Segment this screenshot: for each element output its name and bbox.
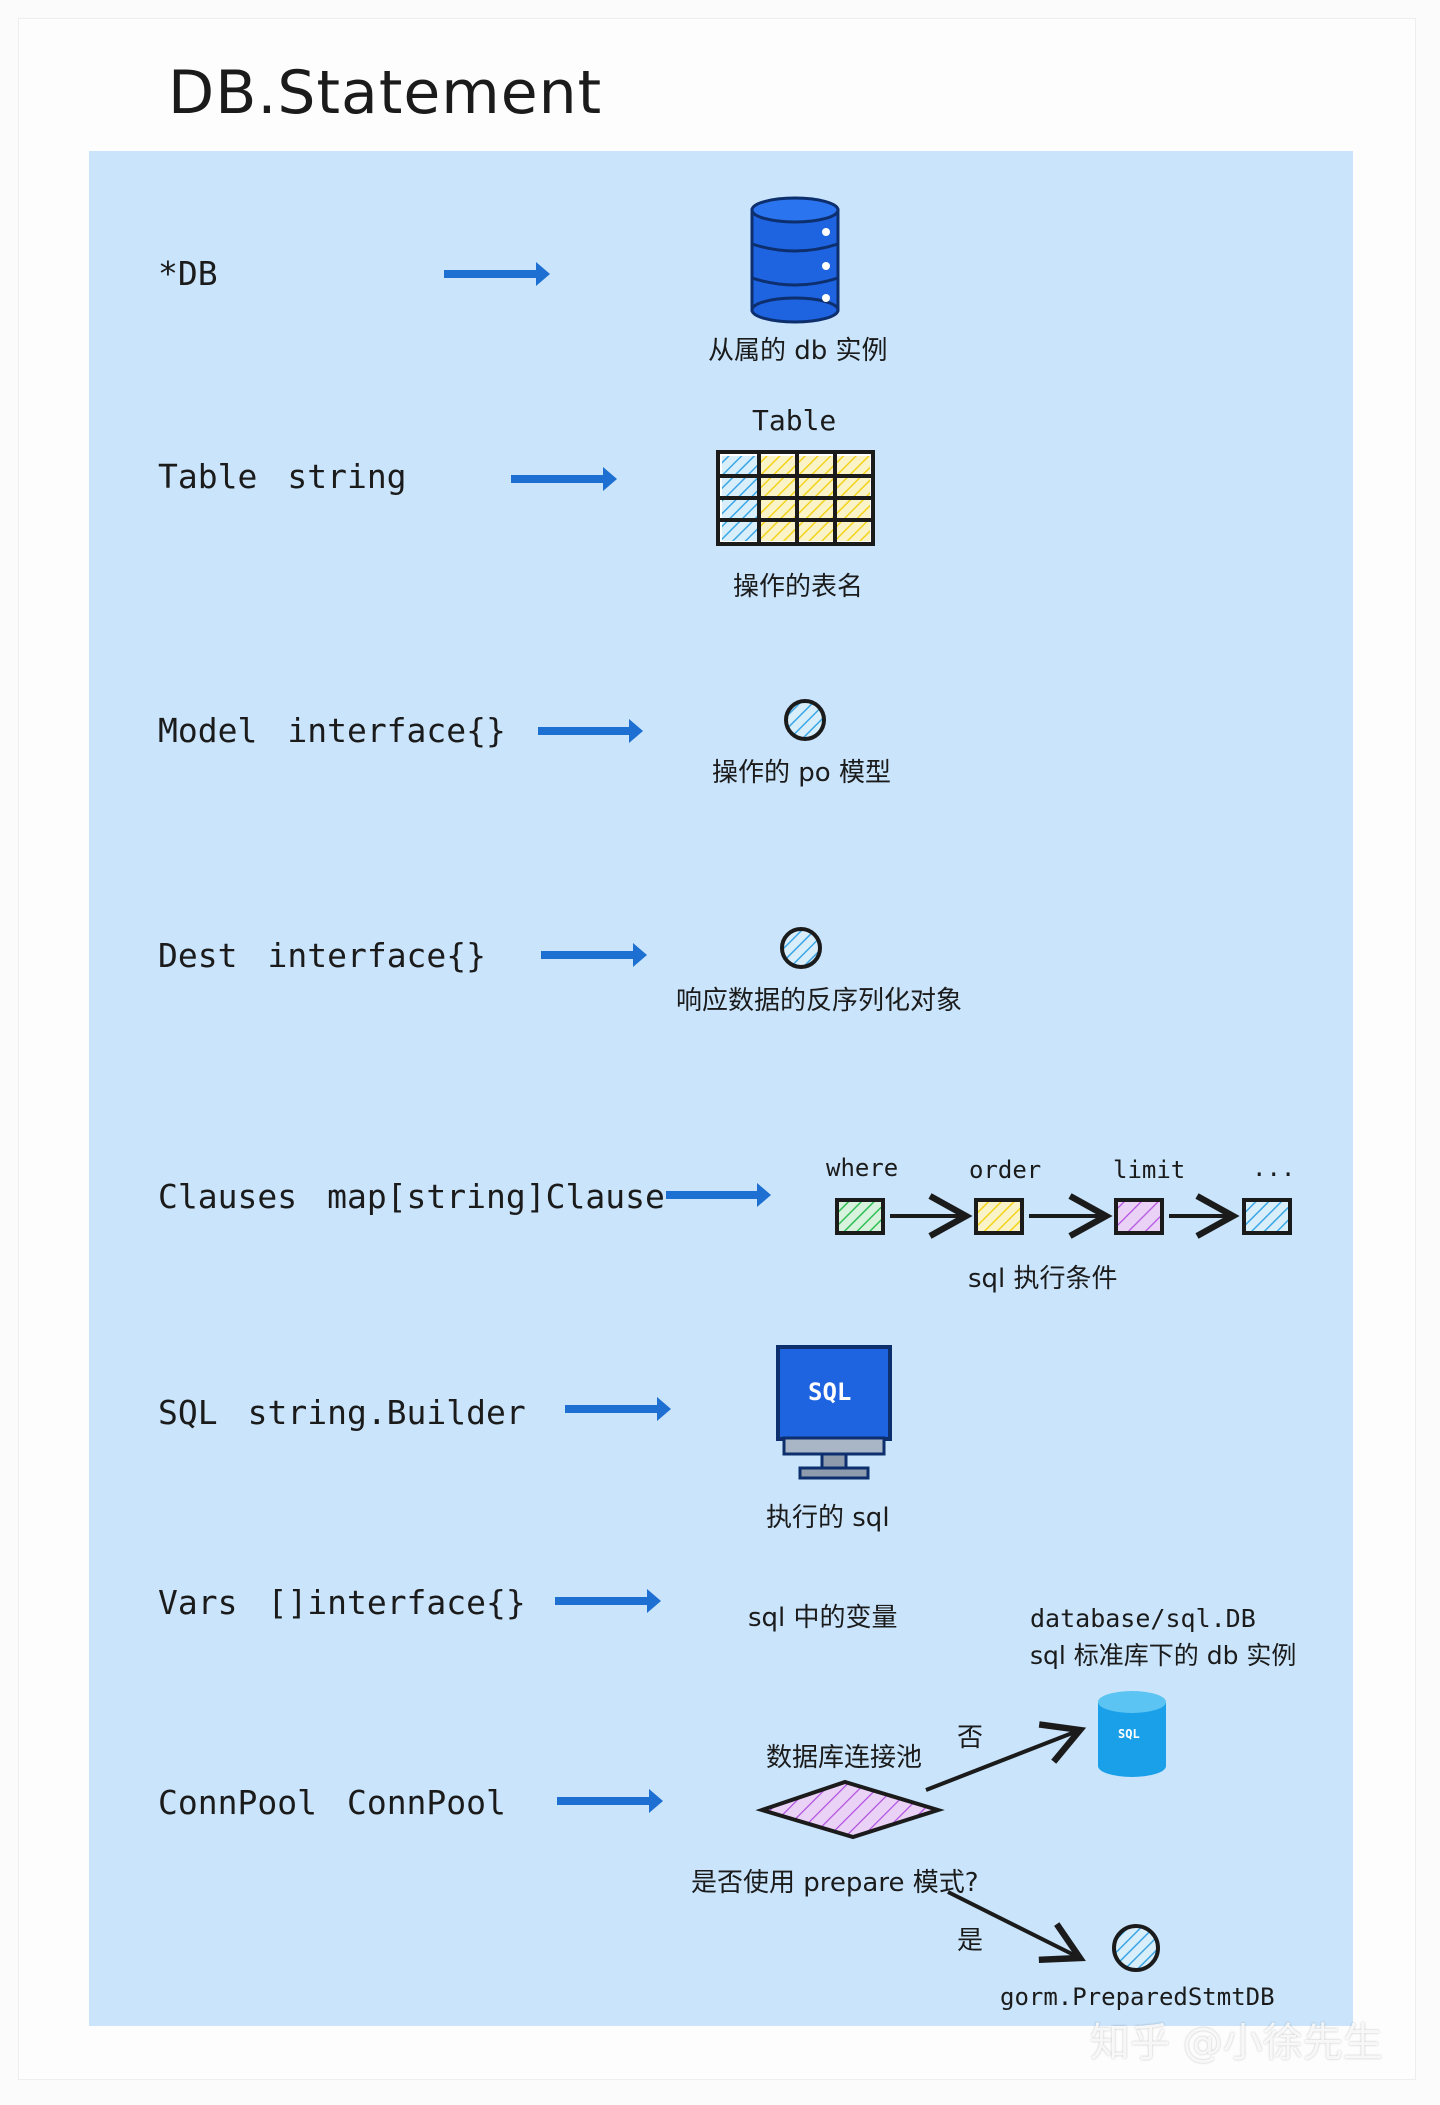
branch-label-no: 否 [957,1723,984,1753]
field-arrow-sql [565,1397,671,1421]
field-type: string.Builder [247,1393,526,1432]
table-icon-label: Table [752,404,837,437]
table-caption: 操作的表名 [733,572,864,602]
clause-chain [835,1193,1292,1239]
field-arrow-clauses [666,1183,771,1207]
field-name: ConnPool [158,1783,317,1822]
field-table: Table string [158,457,407,496]
sql-db-cylinder-label: SQL [1118,1727,1140,1741]
field-arrow-dest [541,943,647,967]
field-arrow-vars [555,1589,661,1613]
sql-monitor-label: SQL [808,1378,852,1406]
page-title: DB.Statement [168,58,603,128]
watermark: 知乎 @小徐先生 [1090,2020,1383,2066]
clause-label-more: ... [1252,1154,1296,1182]
connpool-caption: 是否使用 prepare 模式? [691,1868,979,1898]
field-type: interface{} [287,711,506,750]
field-sql: SQL string.Builder [158,1393,526,1432]
field-vars: Vars []interface{} [158,1583,526,1622]
field-type: ConnPool [346,1783,506,1822]
field-arrow-db [444,262,550,286]
field-name: SQL [158,1393,218,1432]
field-db: *DB [158,254,218,293]
field-type: map[string]Clause [327,1177,665,1216]
field-name: Table [158,457,258,496]
model-caption: 操作的 po 模型 [712,758,891,788]
field-type: string [287,457,407,496]
dest-caption: 响应数据的反序列化对象 [676,986,963,1016]
field-model: Model interface{} [158,711,506,750]
model-object-icon [784,699,826,741]
branch-arrow-no [925,1721,1087,1792]
field-type: []interface{} [267,1583,526,1622]
field-name: *DB [158,254,218,293]
sql-monitor-icon [776,1345,892,1480]
field-name: Vars [158,1583,238,1622]
db-caption: 从属的 db 实例 [708,336,888,366]
field-name: Dest [158,936,238,975]
clause-label-limit: limit [1113,1156,1186,1184]
clause-label-where: where [826,1154,899,1182]
database-icon [750,196,840,324]
branch-label-yes: 是 [957,1926,984,1956]
field-name: Clauses [158,1177,298,1216]
field-arrow-connpool [557,1789,663,1813]
field-arrow-model [538,719,643,743]
no-target-title: database/sql.DB [1030,1604,1256,1633]
clause-label-order: order [969,1156,1042,1184]
prepared-stmt-object-icon [1112,1924,1160,1972]
decision-diamond [755,1779,945,1840]
vars-caption: sql 中的变量 [748,1603,898,1633]
yes-target-label: gorm.PreparedStmtDB [1000,1983,1275,2011]
field-dest: Dest interface{} [158,936,486,975]
field-connpool: ConnPool ConnPool [158,1783,506,1822]
dest-object-icon [780,927,822,969]
connpool-pool-label: 数据库连接池 [766,1743,923,1773]
no-target-caption: sql 标准库下的 db 实例 [1030,1641,1297,1670]
field-type: interface{} [267,936,487,975]
sql-db-cylinder-icon [1098,1691,1166,1777]
field-clauses: Clauses map[string]Clause [158,1177,665,1216]
field-name: Model [158,711,258,750]
clauses-caption: sql 执行条件 [968,1264,1118,1294]
table-grid-icon [716,450,875,546]
field-arrow-table [511,467,617,491]
branch-arrow-yes [947,1890,1086,1963]
sql-caption: 执行的 sql [766,1503,890,1533]
